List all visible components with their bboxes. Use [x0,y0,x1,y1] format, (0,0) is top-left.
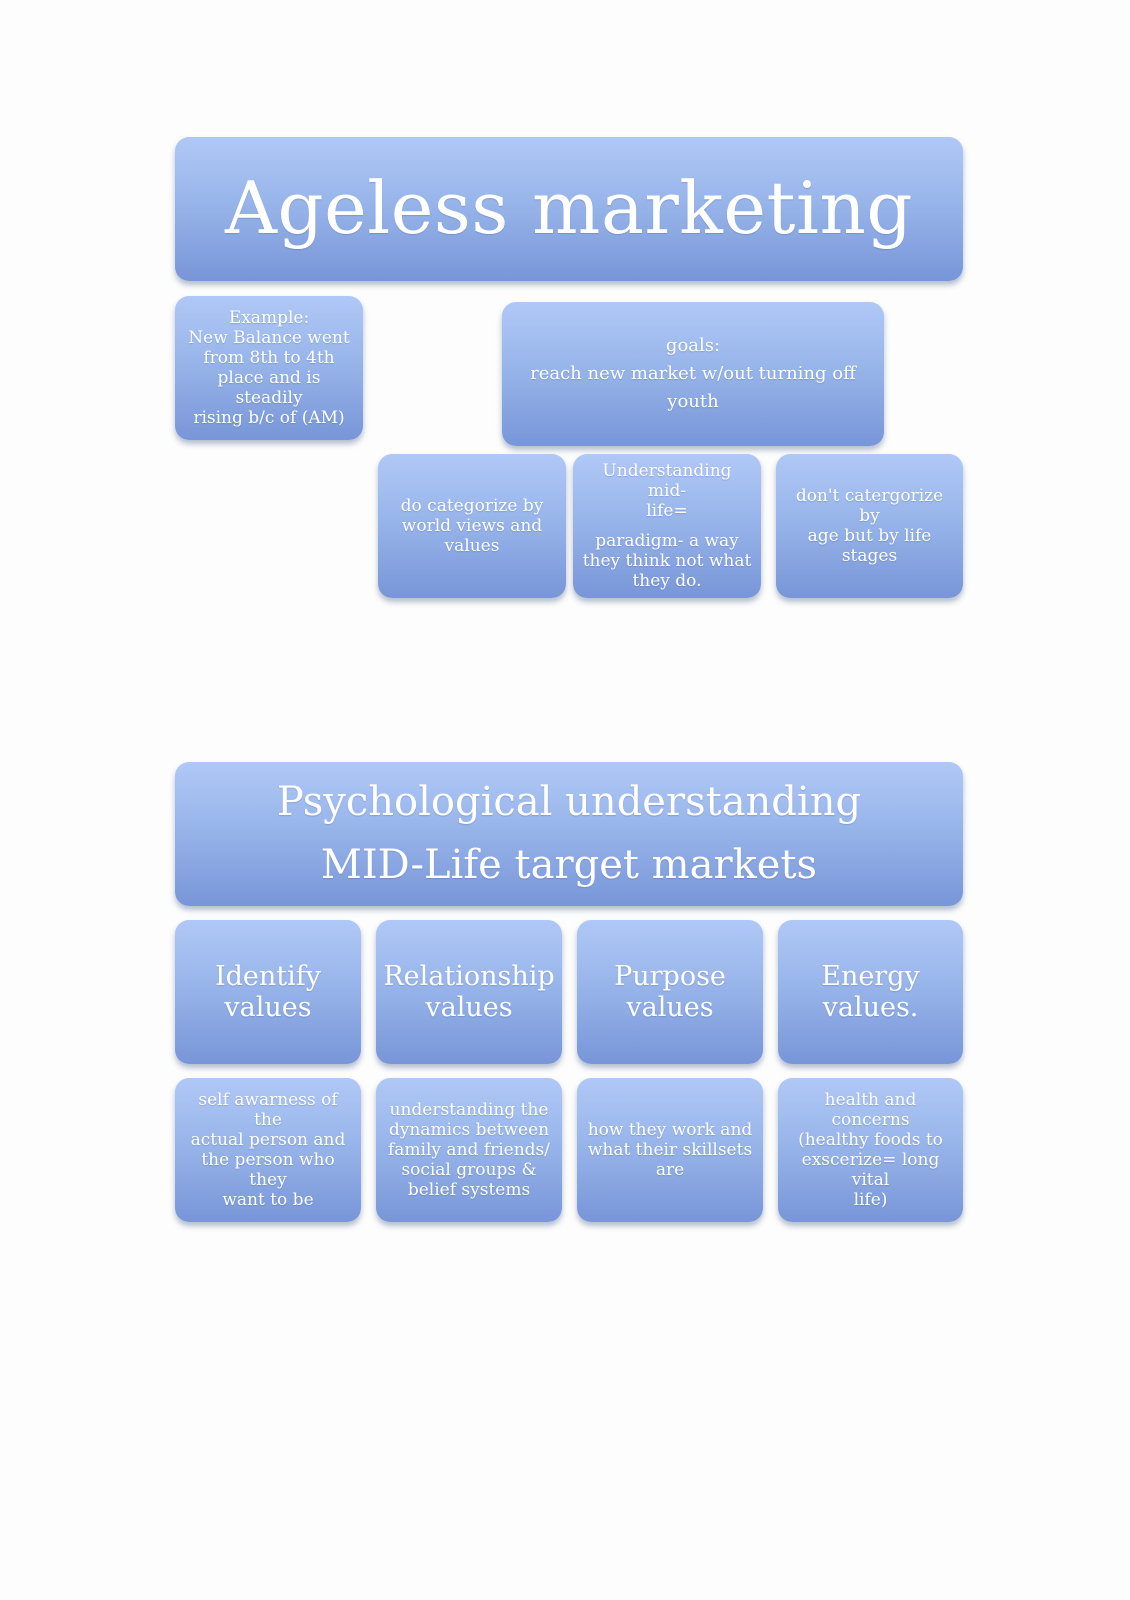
categorize-line-2: world views and [401,516,543,536]
dont-categorize-line-1: don't catergorize by [795,486,944,526]
identify-detail-line-3: the person who they [201,1150,335,1190]
paradigm-line-1: paradigm- a way [595,531,739,551]
ageless-marketing-title: Ageless marketing [225,166,913,251]
paradigm-line-2: they think not what [582,551,752,571]
paradigm-line-3: they do. [632,571,702,591]
purpose-detail-line-3: are [655,1160,685,1180]
purpose-detail-line-2: what their skillsets [587,1140,753,1160]
relationship-detail-line-1: understanding the [389,1100,549,1120]
example-line-2: New Balance went [188,328,350,348]
psych-title-line-1: Psychological understanding [276,779,862,825]
example-box: Example: New Balance went from 8th to 4t… [175,296,363,440]
understanding-line-1: Understanding mid- [602,461,732,501]
energy-values-box: Energy values. [778,920,963,1064]
identify-line-2: values [224,992,312,1023]
identify-detail-line-2: actual person and [190,1130,346,1150]
psychological-understanding-title-box: Psychological understanding MID-Life tar… [175,762,963,906]
understanding-line-2: life= [646,501,688,521]
example-line-4: place and is steadily [217,368,321,408]
understanding-midlife-box: Understanding mid- life= paradigm- a way… [573,454,761,598]
relationship-line-2: values [425,992,513,1023]
categorize-box: do categorize by world views and values [378,454,566,598]
relationship-detail-line-3: family and friends/ [388,1140,550,1160]
goals-box: goals: reach new market w/out turning of… [502,302,884,446]
relationship-detail-box: understanding the dynamics between famil… [376,1078,562,1222]
psych-title-line-2: MID-Life target markets [320,842,818,888]
purpose-line-2: values [626,992,714,1023]
identify-line-1: Identify [214,961,322,992]
relationship-detail-line-4: social groups & [401,1160,537,1180]
dont-categorize-box: don't catergorize by age but by life sta… [776,454,963,598]
categorize-line-3: values [444,536,500,556]
ageless-marketing-title-box: Ageless marketing [175,137,963,281]
dont-categorize-line-2: age but by life stages [807,526,932,566]
purpose-line-1: Purpose [614,961,726,992]
relationship-values-box: Relationship values [376,920,562,1064]
goals-text: reach new market w/out turning off youth [530,363,856,412]
example-line-1: Example: [228,308,310,328]
purpose-detail-line-1: how they work and [587,1120,753,1140]
energy-detail-line-4: life) [853,1190,888,1210]
energy-line-2: values. [822,992,919,1023]
identify-detail-line-4: want to be [222,1190,314,1210]
identify-detail-box: self awarness of the actual person and t… [175,1078,361,1222]
energy-detail-line-3: exscerize= long vital [801,1150,940,1190]
categorize-line-1: do categorize by [400,496,544,516]
goals-label: goals: [665,335,721,356]
example-line-3: from 8th to 4th [203,348,335,368]
energy-line-1: Energy [821,961,920,992]
example-line-5: rising b/c of (AM) [193,408,345,428]
purpose-detail-box: how they work and what their skillsets a… [577,1078,763,1222]
relationship-detail-line-5: belief systems [407,1180,531,1200]
energy-detail-line-2: (healthy foods to [798,1130,943,1150]
purpose-values-box: Purpose values [577,920,763,1064]
energy-detail-box: health and concerns (healthy foods to ex… [778,1078,963,1222]
relationship-detail-line-2: dynamics between [388,1120,550,1140]
identify-values-box: Identify values [175,920,361,1064]
identify-detail-line-1: self awarness of the [198,1090,338,1130]
energy-detail-line-1: health and concerns [824,1090,917,1130]
relationship-line-1: Relationship [383,961,555,992]
